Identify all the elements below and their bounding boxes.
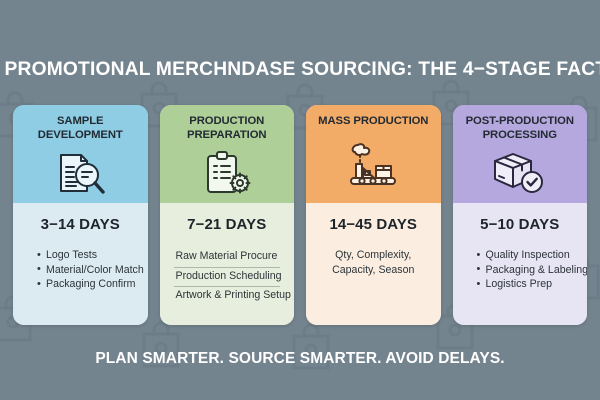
list-item: Raw Material Procure (173, 248, 280, 268)
list-item: Artwork & Printing Setup (175, 289, 291, 301)
list-item: Logistics Prep (477, 277, 580, 292)
card-header: MASS PRODUCTION (306, 105, 441, 203)
footer-tagline: PLAN SMARTER. SOURCE SMARTER. AVOID DELA… (95, 350, 505, 367)
detail-text: Qty, Complexity, Capacity, Season (332, 249, 415, 276)
stage-card-production-preparation[interactable]: PRODUCTION PREPARATION 7−21 DAYS Raw (159, 105, 295, 325)
detail-list: Raw Material Procure Production Scheduli… (168, 248, 291, 306)
list-item: Quality Inspection (477, 248, 580, 263)
detail-list: Logo Tests Material/Color Match Packagin… (21, 248, 144, 292)
stage-card-sample-development[interactable]: SAMPLE DEVELOPMENT 3−14 DAYS Logo Tes (13, 105, 148, 325)
document-magnifier-icon (13, 142, 148, 203)
stage-card-post-production-processing[interactable]: POST-PRODUCTION PROCESSING 5−10 DAYS (452, 105, 588, 325)
card-body: 5−10 DAYS Quality Inspection Packaging &… (452, 203, 588, 325)
card-title: POST-PRODUCTION PROCESSING (465, 115, 574, 141)
page-title: PROMOTIONAL MERCHNDASE SOURCING: THE 4−S… (4, 58, 600, 80)
list-item: Logo Tests (37, 248, 140, 263)
card-header: POST-PRODUCTION PROCESSING (452, 105, 588, 203)
card-title: PRODUCTION PREPARATION (187, 115, 267, 141)
detail-list: Quality Inspection Packaging & Labeling … (461, 248, 588, 292)
list-item: Packaging Confirm (37, 277, 140, 292)
list-item: Material/Color Match (37, 262, 144, 278)
duration-badge: 14−45 DAYS (329, 216, 418, 233)
card-title: MASS PRODUCTION (318, 115, 429, 127)
duration-badge: 7−21 DAYS (187, 216, 267, 233)
duration-badge: 5−10 DAYS (480, 216, 560, 233)
card-body: 3−14 DAYS Logo Tests Material/Color Matc… (13, 203, 148, 325)
list-item: Production Scheduling (173, 268, 282, 287)
card-title: SAMPLE DEVELOPMENT (37, 115, 123, 141)
box-check-icon (453, 142, 588, 203)
card-header: PRODUCTION PREPARATION (159, 105, 295, 203)
clipboard-gear-icon (160, 142, 295, 203)
stage-card-mass-production[interactable]: MASS PRODUCTION (306, 105, 441, 325)
duration-badge: 3−14 DAYS (40, 216, 120, 233)
card-body: 7−21 DAYS Raw Material Procure Productio… (159, 203, 294, 325)
factory-conveyor-icon (306, 129, 441, 204)
list-item: Packaging & Labeling (477, 262, 588, 278)
card-header: SAMPLE DEVELOPMENT (13, 105, 148, 203)
stage-cards-row: SAMPLE DEVELOPMENT 3−14 DAYS Logo Tes (13, 105, 587, 325)
card-body: 14−45 DAYS Qty, Complexity, Capacity, Se… (306, 203, 441, 325)
